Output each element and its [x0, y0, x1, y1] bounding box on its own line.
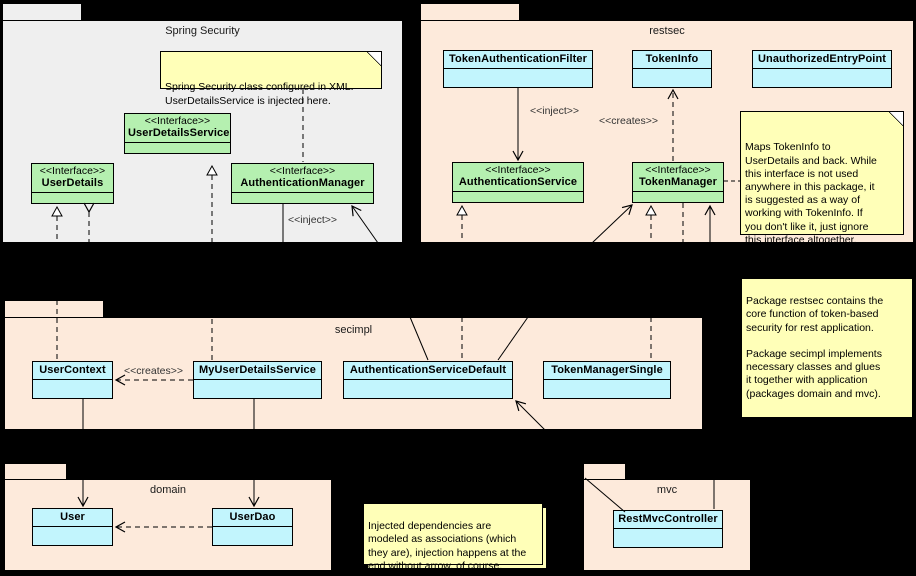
class-header: AuthenticationServiceDefault	[344, 362, 512, 380]
class-attributes-compartment	[33, 380, 112, 398]
class-header: <<Interface>> TokenManager	[633, 163, 723, 192]
class-tokenmanager[interactable]: <<Interface>> TokenManager	[632, 162, 724, 203]
note-text: Maps TokenInfo to UserDetails and back. …	[745, 141, 877, 246]
association-mvc-up	[559, 429, 598, 464]
class-tokeninfo[interactable]: TokenInfo	[632, 50, 712, 88]
class-tokenauthenticationfilter[interactable]: TokenAuthenticationFilter	[443, 50, 593, 88]
class-stereotype: <<Interface>>	[645, 164, 711, 176]
class-name: MyUserDetailsService	[199, 364, 316, 376]
class-attributes-compartment	[453, 192, 583, 202]
class-header: RestMvcController	[614, 511, 722, 529]
note-text: Injected dependencies are modeled as ass…	[368, 520, 527, 572]
edge-label-creates-usercontext: <<creates>>	[124, 365, 183, 377]
class-header: TokenAuthenticationFilter	[444, 51, 592, 69]
note-tokenmanager-explanation: Maps TokenInfo to UserDetails and back. …	[740, 111, 904, 246]
package-tab-restsec	[420, 3, 520, 21]
class-attributes-compartment	[614, 529, 722, 547]
class-name: TokenManagerSingle	[551, 364, 663, 376]
class-stereotype: <<Interface>>	[144, 115, 211, 127]
package-tab-mvc	[583, 463, 626, 480]
class-attributes-compartment	[344, 380, 512, 398]
package-label-domain: domain	[149, 484, 187, 496]
class-header: UnauthorizedEntryPoint	[753, 51, 891, 69]
class-name: AuthenticationManager	[240, 177, 365, 189]
class-name: UserDetailsService	[128, 127, 230, 139]
note-fold-icon	[889, 112, 903, 126]
class-header: <<Interface>> UserDetails	[32, 164, 113, 193]
class-attributes-compartment	[32, 193, 113, 203]
class-attributes-compartment	[633, 192, 723, 202]
class-name: UnauthorizedEntryPoint	[757, 53, 887, 65]
note-fold-icon	[367, 52, 381, 66]
class-header: UserContext	[33, 362, 112, 380]
class-name: UserDao	[229, 511, 276, 523]
class-attributes-compartment	[544, 380, 670, 398]
class-stereotype: <<Interface>>	[269, 165, 336, 177]
note-text: Package restsec contains the core functi…	[746, 295, 884, 400]
package-tab-domain	[4, 463, 67, 480]
class-tokenmanagersingle[interactable]: TokenManagerSingle	[543, 361, 671, 399]
class-attributes-compartment	[125, 143, 230, 153]
class-header: <<Interface>> AuthenticationService	[453, 163, 583, 192]
package-label-mvc: mvc	[656, 484, 678, 496]
class-stereotype: <<Interface>>	[39, 165, 106, 177]
class-name: RestMvcController	[618, 513, 718, 525]
class-userdetailsservice[interactable]: <<Interface>> UserDetailsService	[124, 113, 231, 154]
class-name: UserDetails	[41, 177, 104, 189]
package-tab-spring-security	[2, 3, 82, 21]
class-stereotype: <<Interface>>	[485, 164, 551, 176]
class-attributes-compartment	[232, 193, 373, 203]
class-attributes-compartment	[33, 527, 112, 545]
class-header: UserDao	[213, 509, 292, 527]
class-attributes-compartment	[753, 69, 891, 87]
class-name: AuthenticationService	[458, 176, 578, 188]
class-attributes-compartment	[633, 69, 711, 87]
class-usercontext[interactable]: UserContext	[32, 361, 113, 399]
class-header: TokenManagerSingle	[544, 362, 670, 380]
package-label-restsec: restsec	[649, 25, 685, 37]
note-spring-security-config: Spring Security class configured in XML.…	[160, 51, 382, 107]
note-injection-explanation: Injected dependencies are modeled as ass…	[363, 503, 543, 572]
note-text: Spring Security class configured in XML.…	[165, 81, 354, 107]
class-name: TokenInfo	[645, 53, 699, 65]
class-header: <<Interface>> UserDetailsService	[125, 114, 230, 143]
class-authenticationservice[interactable]: <<Interface>> AuthenticationService	[452, 162, 584, 203]
edge-label-creates-tokeninfo: <<creates>>	[599, 115, 658, 127]
class-header: <<Interface>> AuthenticationManager	[232, 164, 373, 193]
class-attributes-compartment	[194, 380, 321, 398]
note-packages-overview: Package restsec contains the core functi…	[741, 278, 913, 418]
class-attributes-compartment	[213, 527, 292, 545]
class-myuserdetailsservice[interactable]: MyUserDetailsService	[193, 361, 322, 399]
class-attributes-compartment	[444, 69, 592, 87]
class-name: User	[60, 511, 85, 523]
package-label-secimpl: secimpl	[334, 324, 373, 336]
class-header: TokenInfo	[633, 51, 711, 69]
class-name: TokenManager	[638, 176, 717, 188]
class-header: MyUserDetailsService	[194, 362, 321, 380]
class-userdetails[interactable]: <<Interface>> UserDetails	[31, 163, 114, 204]
class-unauthorizedentrypoint[interactable]: UnauthorizedEntryPoint	[752, 50, 892, 88]
package-tab-secimpl	[4, 300, 104, 318]
class-user[interactable]: User	[32, 508, 113, 546]
class-header: User	[33, 509, 112, 527]
class-name: TokenAuthenticationFilter	[449, 53, 587, 65]
package-label-spring-security: Spring Security	[165, 25, 240, 37]
class-authenticationservicedefault[interactable]: AuthenticationServiceDefault	[343, 361, 513, 399]
class-userdao[interactable]: UserDao	[212, 508, 293, 546]
class-name: UserContext	[39, 364, 106, 376]
class-restmvccontroller[interactable]: RestMvcController	[613, 510, 723, 548]
class-authenticationmanager[interactable]: <<Interface>> AuthenticationManager	[231, 163, 374, 204]
edge-label-inject-authservice: <<inject>>	[530, 105, 580, 117]
class-name: AuthenticationServiceDefault	[349, 364, 507, 376]
edge-label-inject-authmanager: <<inject>>	[288, 214, 338, 226]
